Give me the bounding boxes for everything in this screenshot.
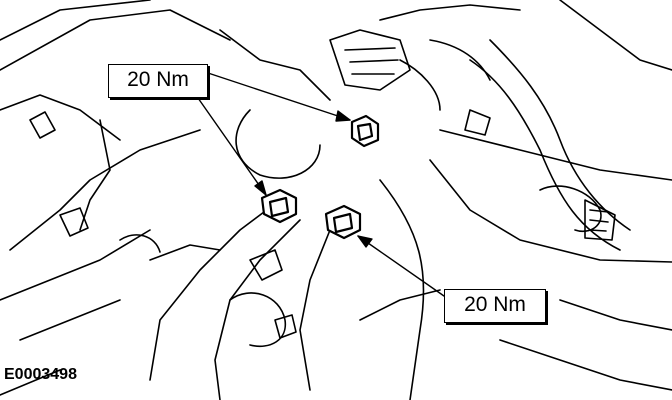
- torque-callout-upper: 20 Nm: [108, 64, 208, 98]
- bolt-upper-right: [350, 114, 380, 148]
- bolt-middle-left: [260, 188, 298, 224]
- torque-label: 20 Nm: [464, 293, 526, 316]
- torque-callout-lower: 20 Nm: [444, 289, 546, 323]
- figure-reference-code: E0003498: [4, 366, 77, 383]
- torque-label: 20 Nm: [127, 68, 189, 91]
- leader-lines: [197, 71, 445, 297]
- bolt-middle-right: [324, 204, 362, 240]
